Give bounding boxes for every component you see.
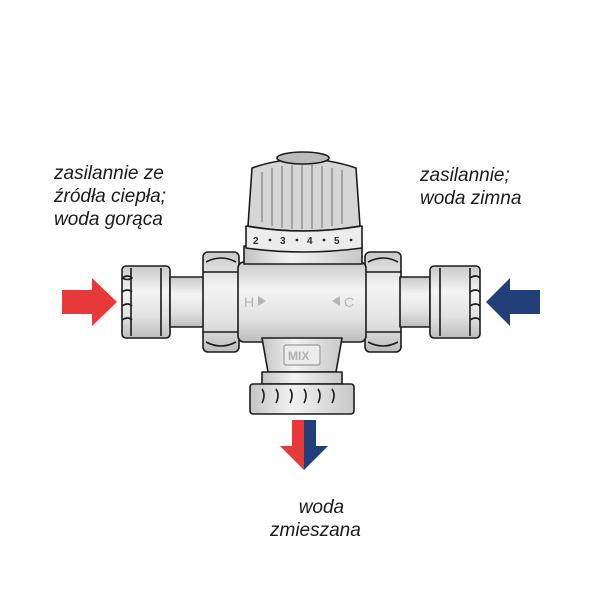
scale-number: 4 xyxy=(307,236,313,247)
cold-supply-line-1: zasilannie; xyxy=(420,165,510,186)
mixed-water-line-2: zmieszana xyxy=(270,520,361,541)
cold-marker: C xyxy=(344,294,354,310)
hot-supply-line-2: źródła ciepła; xyxy=(54,186,166,207)
cold-inlet-arrow-icon xyxy=(486,278,540,326)
valve-body xyxy=(237,261,367,373)
hot-marker: H xyxy=(244,294,254,310)
cold-side-hex-nut xyxy=(364,251,402,353)
mixed-water-line-1: woda xyxy=(298,497,345,518)
temperature-scale: 2 3 4 5 xyxy=(253,236,353,247)
hot-side-hex-nut xyxy=(202,251,240,353)
flow-markers: H C MIX xyxy=(244,294,354,363)
mix-marker: MIX xyxy=(288,349,309,363)
hot-inlet-connector xyxy=(121,265,205,339)
hot-supply-label: zasilannie ze źródła ciepła; woda gorąca xyxy=(54,162,166,231)
mixed-water-label: woda zmieszana xyxy=(270,496,361,542)
cold-direction-icon xyxy=(332,296,340,306)
scale-number: 5 xyxy=(334,236,340,247)
hot-inlet-arrow-icon xyxy=(62,278,117,326)
temperature-knob xyxy=(245,151,363,253)
mixed-outlet-connector xyxy=(249,371,355,415)
cold-inlet-connector xyxy=(399,265,481,339)
scale-number: 2 xyxy=(253,236,259,247)
cold-supply-line-2: woda zimna xyxy=(420,188,522,209)
cold-supply-label: zasilannie; woda zimna xyxy=(420,164,521,210)
mixed-outlet-arrow-icon xyxy=(280,420,328,470)
hot-supply-line-1: zasilannie ze xyxy=(54,163,164,184)
hot-supply-line-3: woda gorąca xyxy=(54,209,163,230)
hot-direction-icon xyxy=(258,296,266,306)
scale-number: 3 xyxy=(280,236,286,247)
